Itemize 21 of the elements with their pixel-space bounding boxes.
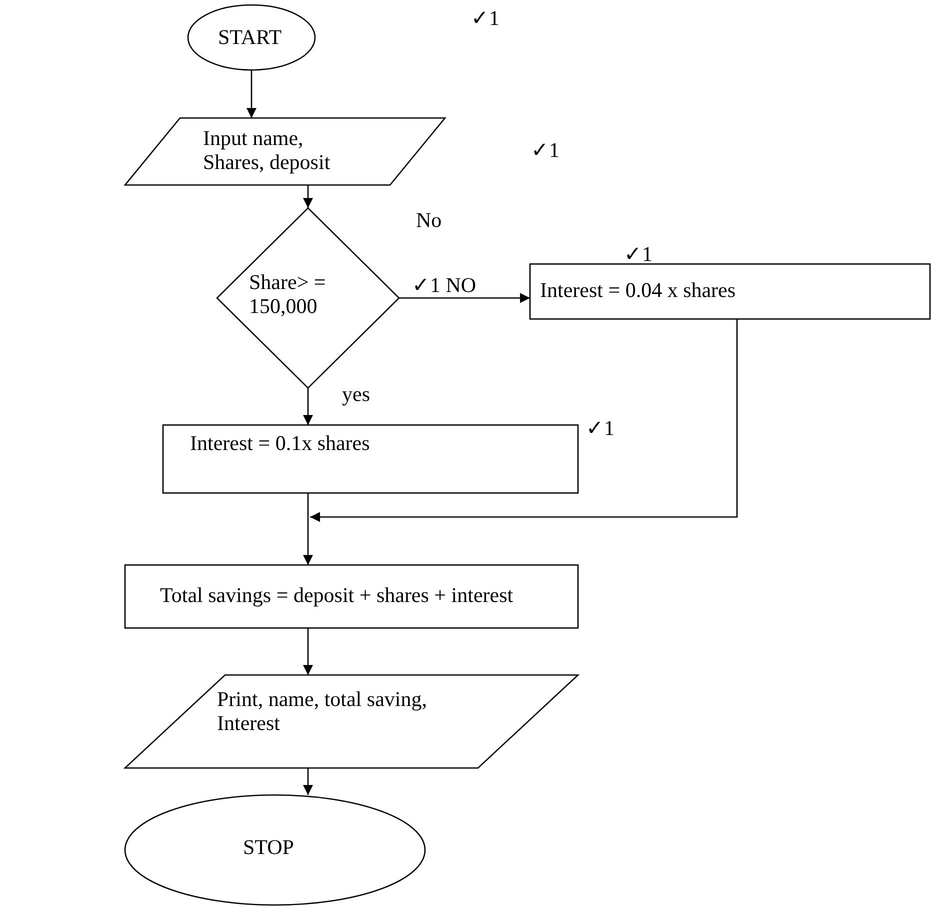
- score-mark: ✓1: [624, 244, 652, 265]
- arrow: [399, 293, 530, 303]
- arrow: [303, 388, 313, 425]
- node-text: Share> = 150,000: [249, 270, 327, 318]
- arrow: [310, 319, 738, 522]
- node-text: Print, name, total saving, Interest: [217, 687, 428, 736]
- node-text: Total savings = deposit + shares + interest: [160, 583, 514, 608]
- arrow: [246, 70, 256, 118]
- score-mark: ✓1: [531, 140, 560, 161]
- arrow: [303, 768, 313, 795]
- node-text: Interest = 0.1x shares: [190, 431, 371, 456]
- arrow: [303, 517, 313, 565]
- score-mark: No: [416, 210, 442, 231]
- score-mark: ✓1: [586, 418, 614, 439]
- node-text: Interest = 0.04 x shares: [540, 278, 737, 302]
- node-text: START: [218, 25, 283, 50]
- node-text: Input name, Shares, deposit: [203, 126, 332, 174]
- score-mark: ✓1: [471, 8, 500, 29]
- arrow: [303, 628, 313, 675]
- node-text: STOP: [243, 835, 295, 860]
- arrow: [303, 185, 313, 208]
